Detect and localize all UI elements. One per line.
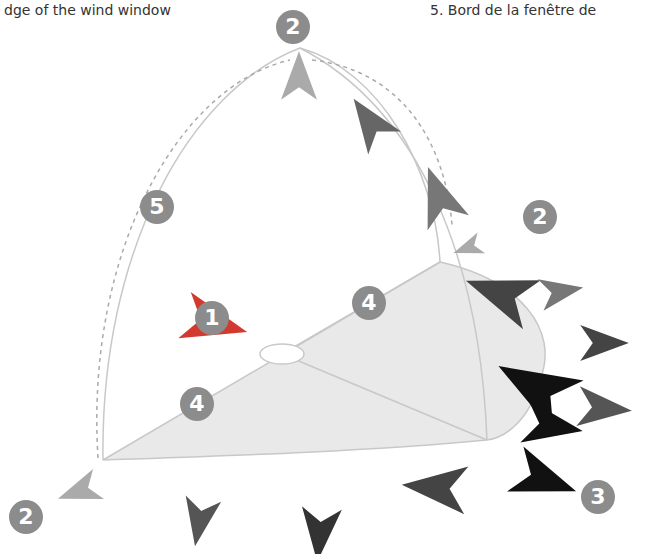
callout-number: 5 xyxy=(140,190,174,224)
wind-arrow xyxy=(457,256,541,329)
wind-arrow xyxy=(520,399,586,453)
callout-number: 2 xyxy=(276,10,310,44)
heading-text: 5. Bord de la fenêtre de xyxy=(430,2,596,18)
wind-arrow xyxy=(297,506,342,554)
callout-number: 2 xyxy=(523,200,557,234)
wind-arrow xyxy=(407,159,469,230)
wind-arrow xyxy=(450,233,485,264)
callout-number: 1 xyxy=(195,301,229,335)
wind-arrow xyxy=(576,386,633,431)
wind-arrow xyxy=(281,51,317,100)
callout-number: 2 xyxy=(9,500,43,534)
wind-arrow xyxy=(580,325,629,361)
callout-number: 4 xyxy=(352,286,386,320)
callout-number: 4 xyxy=(180,387,214,421)
dashed-path xyxy=(97,60,290,458)
wind-arrow xyxy=(400,461,469,514)
wind-arrow xyxy=(483,340,583,432)
wind-arrow xyxy=(52,469,104,514)
callout-number: 3 xyxy=(581,480,615,514)
window-edge xyxy=(300,48,487,440)
wind-arrow xyxy=(538,272,586,311)
pilot-position xyxy=(260,344,304,364)
wind-arrow xyxy=(507,446,584,513)
heading-text: dge of the wind window xyxy=(4,2,171,18)
window-edge xyxy=(103,48,440,460)
window-line xyxy=(282,262,487,440)
wind-arrow xyxy=(178,292,253,355)
wind-arrow xyxy=(337,87,401,154)
ground-area xyxy=(103,262,545,460)
wind-arrow xyxy=(177,495,221,549)
